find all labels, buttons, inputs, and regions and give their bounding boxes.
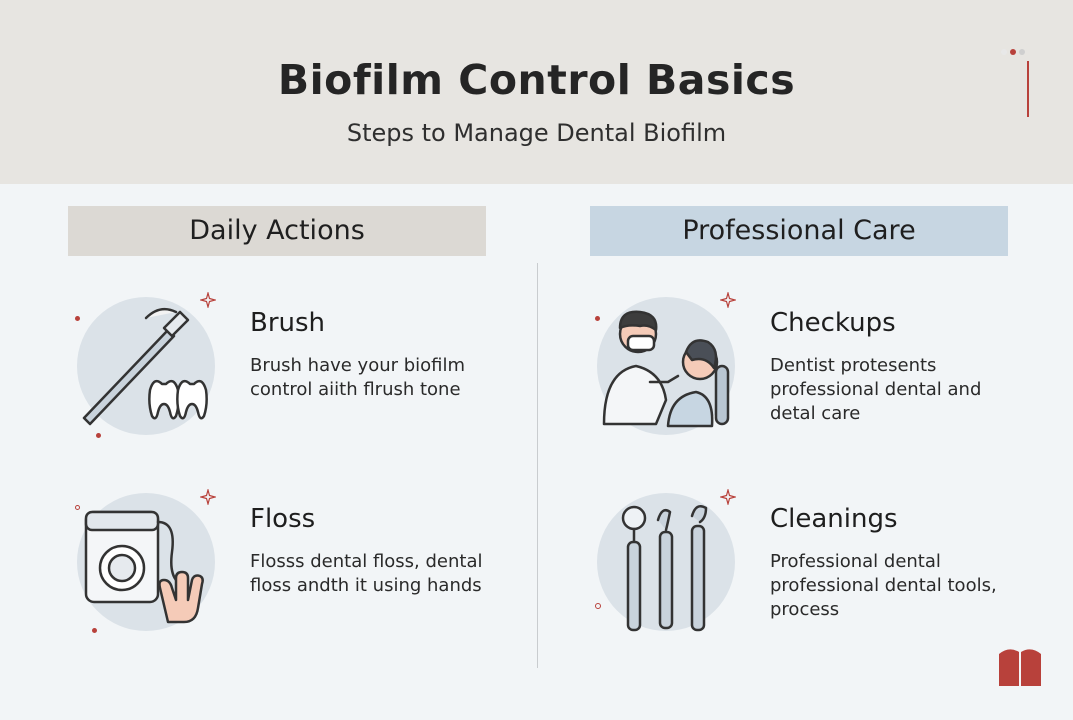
decorative-dots [1001, 40, 1028, 59]
item-desc-brush: Brush have your biofilm control aiith fl… [250, 355, 466, 400]
page-title: Biofilm Control Basics [277, 56, 796, 104]
decorative-dot [92, 628, 97, 633]
sparkle-icon [720, 292, 736, 308]
item-desc-checkups: Dentist protesents professional dental a… [770, 355, 982, 424]
decorative-dot [595, 603, 601, 609]
item-desc-floss: Flosss dental floss, dental floss andth … [250, 551, 483, 596]
toothbrush-teeth-icon [76, 296, 216, 436]
decorative-line [1027, 61, 1029, 117]
sparkle-icon [720, 489, 736, 505]
professional-care-header: Professional Care [590, 206, 1008, 256]
daily-actions-header: Daily Actions [68, 206, 486, 256]
column-divider [537, 263, 538, 668]
item-desc-cleanings: Professional dental professional dental … [770, 551, 997, 620]
page-subtitle: Steps to Manage Dental Biofilm [346, 119, 727, 147]
floss-dispenser-icon [76, 492, 216, 632]
sparkle-icon [200, 292, 216, 308]
brand-logo [997, 646, 1043, 686]
decorative-dot [595, 316, 600, 321]
item-title-checkups: Checkups [770, 308, 896, 338]
decorative-dot [75, 316, 80, 321]
decorative-dot [96, 433, 101, 438]
decorative-dot [75, 505, 80, 510]
item-title-floss: Floss [250, 504, 316, 534]
sparkle-icon [200, 489, 216, 505]
item-title-cleanings: Cleanings [770, 504, 898, 534]
header-banner: Biofilm Control Basics Steps to Manage D… [0, 0, 1073, 184]
item-title-brush: Brush [250, 308, 326, 338]
dental-tools-icon [596, 492, 736, 632]
dentist-patient-icon [596, 296, 736, 436]
